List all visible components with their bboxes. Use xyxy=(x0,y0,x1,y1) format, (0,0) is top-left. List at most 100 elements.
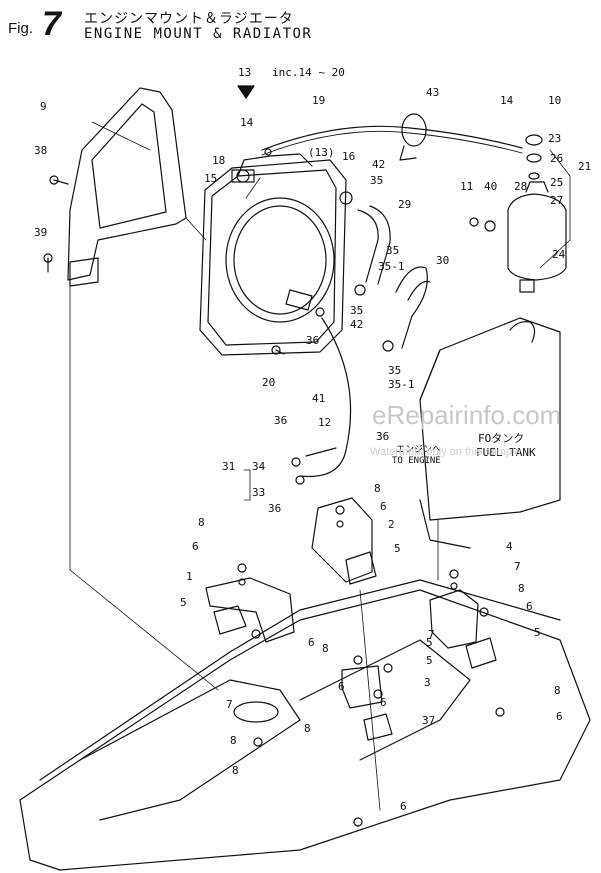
callout: 8 xyxy=(230,734,237,747)
callout: 8 xyxy=(374,482,381,495)
callout: 14 xyxy=(500,94,514,107)
callout: 35-1 xyxy=(388,378,415,391)
callout: 20 xyxy=(262,376,275,389)
tank-label-jp: FOタンク xyxy=(478,432,524,445)
reservoir-tank xyxy=(507,134,567,293)
callout: (13) xyxy=(308,146,335,159)
callout: 25 xyxy=(550,176,563,189)
inc-note: inc.14 ~ 20 xyxy=(272,66,345,79)
callout: 6 xyxy=(380,500,387,513)
callout: 11 xyxy=(460,180,473,193)
leader-lines xyxy=(69,121,571,811)
part-callouts: 13 19 43 14 10 9 14 (13) 16 42 35 23 26 … xyxy=(34,66,591,813)
shroud-bracket xyxy=(67,87,187,287)
callout: 16 xyxy=(342,150,355,163)
callout: 9 xyxy=(40,100,47,113)
callout: 24 xyxy=(552,248,566,261)
callout: 35-1 xyxy=(378,260,405,273)
callout: 29 xyxy=(398,198,411,211)
callout: 36 xyxy=(376,430,389,443)
callout: 13 xyxy=(238,66,251,79)
callout: 4 xyxy=(506,540,513,553)
overflow-hose xyxy=(261,125,523,151)
callout: 12 xyxy=(318,416,331,429)
callout: 30 xyxy=(436,254,449,267)
callout: 2 xyxy=(388,518,395,531)
callout: 8 xyxy=(198,516,205,529)
callout: 39 xyxy=(34,226,47,239)
callout: 36 xyxy=(274,414,287,427)
engine-label-en: TO ENGINE xyxy=(392,456,441,466)
callout: 5 xyxy=(426,654,433,667)
fuel-tank xyxy=(419,317,561,549)
callout: 34 xyxy=(252,460,266,473)
drain-hose xyxy=(299,317,352,478)
callout: 6 xyxy=(380,696,387,709)
callout: 33 xyxy=(252,486,265,499)
callout: 35 xyxy=(388,364,401,377)
callout: 18 xyxy=(212,154,225,167)
callout: 6 xyxy=(308,636,315,649)
lower-hose xyxy=(395,266,428,349)
callout: 43 xyxy=(426,86,439,99)
callout: 6 xyxy=(400,800,407,813)
chassis-frame xyxy=(19,579,591,871)
callout: 8 xyxy=(322,642,329,655)
callout: 6 xyxy=(526,600,533,613)
callout: 41 xyxy=(312,392,325,405)
callout: 28 xyxy=(514,180,527,193)
callout: 5 xyxy=(426,636,433,649)
callout: 8 xyxy=(518,582,525,595)
watermark-note: Watermark only on this sample xyxy=(370,446,521,458)
callout: 37 xyxy=(422,714,435,727)
callout: 3 xyxy=(424,676,431,689)
callout: 8 xyxy=(554,684,561,697)
rubber-mounts xyxy=(213,551,497,741)
callout-arrow-13 xyxy=(237,85,255,99)
upper-hose xyxy=(357,209,379,283)
callout: 5 xyxy=(394,542,401,555)
callout: 42 xyxy=(372,158,385,171)
mount-bracket-3 xyxy=(341,665,383,709)
callout: 35 xyxy=(370,174,383,187)
callout: 35 xyxy=(350,304,363,317)
callout: 14 xyxy=(240,116,254,129)
callout: 8 xyxy=(232,764,239,777)
figure-number: 7 xyxy=(42,5,61,43)
engine-label-jp: エンジンへ xyxy=(396,445,441,455)
callout: 40 xyxy=(484,180,497,193)
radiator-body xyxy=(199,153,347,356)
callout: 6 xyxy=(338,680,345,693)
callout: 35 xyxy=(386,244,399,257)
callout: 10 xyxy=(548,94,561,107)
mount-bracket-1 xyxy=(205,577,295,643)
callout: 38 xyxy=(34,144,47,157)
callout: 36 xyxy=(306,334,319,347)
mount-bracket-4 xyxy=(429,589,479,649)
callout: 6 xyxy=(192,540,199,553)
callout: 42 xyxy=(350,318,363,331)
callout: 21 xyxy=(578,160,591,173)
callout: 7 xyxy=(428,628,435,641)
figure-word: Fig. xyxy=(8,20,34,37)
tank-label-en: FUEL TANK xyxy=(476,446,536,459)
watermark-site: eRepairinfo.com xyxy=(372,400,562,430)
callout: 36 xyxy=(268,502,281,515)
figure-header: Fig. 7 エンジンマウント＆ラジエータ ENGINE MOUNT & RAD… xyxy=(8,5,408,46)
callout: 6 xyxy=(556,710,563,723)
mount-bracket-2 xyxy=(311,497,373,583)
figure-title-jp: エンジンマウント＆ラジエータ xyxy=(84,11,294,27)
callout: 31 xyxy=(222,460,235,473)
callout: 27 xyxy=(550,194,563,207)
hose-clamp xyxy=(399,113,427,161)
fasteners xyxy=(43,148,505,827)
drain-pipe xyxy=(305,447,337,457)
callout: 1 xyxy=(186,570,193,583)
callout: 7 xyxy=(514,560,521,573)
callout: 7 xyxy=(226,698,233,711)
figure-title-en: ENGINE MOUNT & RADIATOR xyxy=(84,26,313,42)
callout: 15 xyxy=(204,172,217,185)
callout: 8 xyxy=(304,722,311,735)
callout: 26 xyxy=(550,152,563,165)
